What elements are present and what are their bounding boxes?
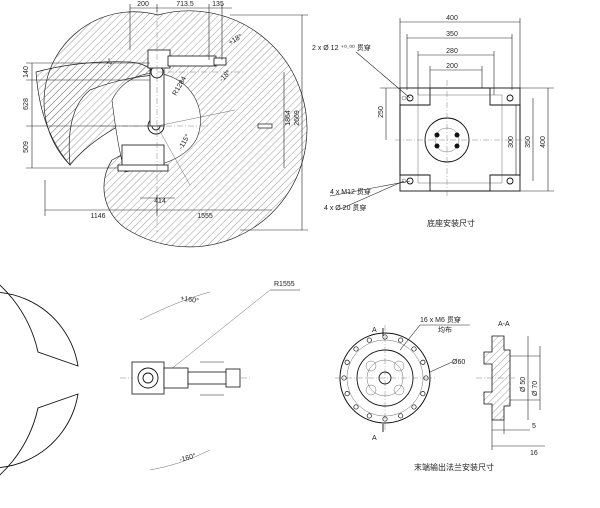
dim-414: 414 <box>154 198 166 205</box>
flange-view: A A 16 x M6 贯穿 均布 Ø60 A-A Ø 50 Ø 70 5 16… <box>335 315 545 472</box>
angle-plus-160: +160° <box>180 294 200 305</box>
flange-bolt-hole <box>398 337 404 343</box>
dim-16: 16 <box>530 450 538 457</box>
dim-d70: Ø 70 <box>532 381 539 396</box>
flange-bolt-hole <box>420 359 426 365</box>
flange-bolt-hole <box>411 346 417 352</box>
flange-bolt-hole <box>398 413 404 419</box>
caption-base: 底座安装尺寸 <box>427 218 475 228</box>
dim-400-right: 400 <box>540 136 547 148</box>
caption-flange: 末端输出法兰安装尺寸 <box>414 462 494 472</box>
dim-1864: 1864 <box>285 110 292 126</box>
dim-140: 140 <box>23 66 30 78</box>
dim-250-left: 250 <box>378 106 385 118</box>
dim-280-top: 280 <box>446 48 458 55</box>
robot-top-arm <box>187 371 229 385</box>
dim-135: 135 <box>212 1 224 8</box>
flange-bolt-hole <box>344 391 350 397</box>
dim-400-top: 400 <box>446 15 458 22</box>
section-label-a-a: A-A <box>498 321 510 328</box>
flange-bolt-hole <box>366 413 372 419</box>
side-view: 200 713.5 135 140 628 509 1864 2669 1146… <box>23 1 308 248</box>
flange-bolt-hole <box>353 346 359 352</box>
radius-r1555: R1555 <box>274 281 295 288</box>
note-2x-d12: 2 x Ø 12 ⁺⁰·⁰⁰ 贯穿 <box>312 43 371 52</box>
angle-minus-160: -160° <box>178 452 197 464</box>
dim-d50: Ø 50 <box>520 377 527 392</box>
dim-2669: 2669 <box>294 110 301 126</box>
note-4x-d20: 4 x Ø 20 贯穿 <box>324 203 366 212</box>
reach-envelope <box>0 284 79 476</box>
section-mark-a-top: A <box>372 327 377 334</box>
dim-713-5: 713.5 <box>176 1 194 8</box>
flange-bolt-hole <box>366 337 372 343</box>
dim-628: 628 <box>23 98 30 110</box>
flange-bolt-hole <box>420 391 426 397</box>
dim-300-right: 300 <box>508 136 515 148</box>
base-view: 400 350 280 200 250 300 350 400 2 x Ø 12… <box>312 15 554 228</box>
dim-1555: 1555 <box>197 213 213 220</box>
envelope-hook <box>35 61 156 167</box>
note-16x-m6: 16 x M6 贯穿 <box>420 315 461 324</box>
flange-bolt-hole <box>353 404 359 410</box>
dim-350-right: 350 <box>525 136 532 148</box>
top-view: R1555 +160° -160° <box>0 281 300 476</box>
note-4x-m12: 4 x M12 贯穿 <box>330 187 371 196</box>
dim-5: 5 <box>532 423 536 430</box>
dim-350-top: 350 <box>446 31 458 38</box>
flange-section <box>483 335 511 421</box>
dim-200: 200 <box>137 1 149 8</box>
dim-200-top: 200 <box>446 63 458 70</box>
flange-bolt-hole <box>411 404 417 410</box>
note-uniform: 均布 <box>438 325 452 334</box>
dim-d60: Ø60 <box>452 359 465 366</box>
dim-509: 509 <box>23 141 30 153</box>
flange-bolt-hole <box>344 359 350 365</box>
angle-minus-1: -1° <box>104 57 115 68</box>
dim-1146: 1146 <box>90 213 105 220</box>
section-mark-a-bottom: A <box>372 435 377 442</box>
